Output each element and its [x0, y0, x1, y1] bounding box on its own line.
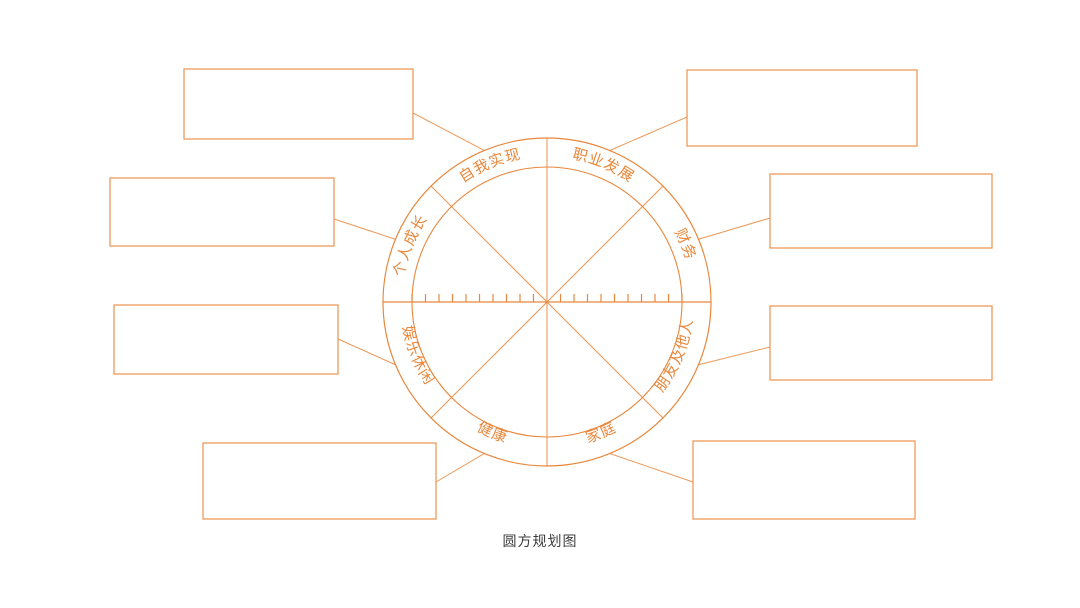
diagram-caption: 圆方规划图: [502, 533, 578, 549]
connector-line-box-mid-lower-left: [337, 338, 396, 366]
connector-line-box-mid-upper-left: [333, 218, 396, 240]
connector-line-box-mid-upper-right: [698, 217, 771, 240]
note-box-box-top-right[interactable]: [686, 69, 918, 147]
connector-line-box-mid-lower-right: [698, 346, 771, 366]
note-box-box-mid-upper-right[interactable]: [769, 173, 993, 249]
connector-line-box-top-left: [412, 112, 485, 151]
note-box-box-bottom-left[interactable]: [202, 442, 437, 520]
sector-label-1: 财务: [671, 226, 700, 263]
note-box-box-mid-lower-right[interactable]: [769, 305, 993, 381]
note-box-box-mid-upper-left[interactable]: [109, 177, 335, 247]
sector-label-4: 健康: [474, 418, 510, 447]
spoke-line-1: [546, 185, 664, 303]
connector-line-box-top-right: [609, 116, 688, 151]
sector-label-5: 娱乐休闲: [399, 324, 439, 389]
connector-line-box-bottom-left: [435, 453, 485, 483]
sector-label-3: 家庭: [583, 418, 619, 447]
spoke-line-7: [430, 185, 548, 303]
connector-line-box-bottom-right: [609, 453, 694, 483]
note-box-box-bottom-right[interactable]: [692, 440, 916, 520]
note-box-box-mid-lower-left[interactable]: [113, 304, 339, 375]
note-box-box-top-left[interactable]: [183, 68, 414, 140]
spoke-line-3: [546, 301, 664, 419]
spoke-line-5: [430, 301, 548, 419]
